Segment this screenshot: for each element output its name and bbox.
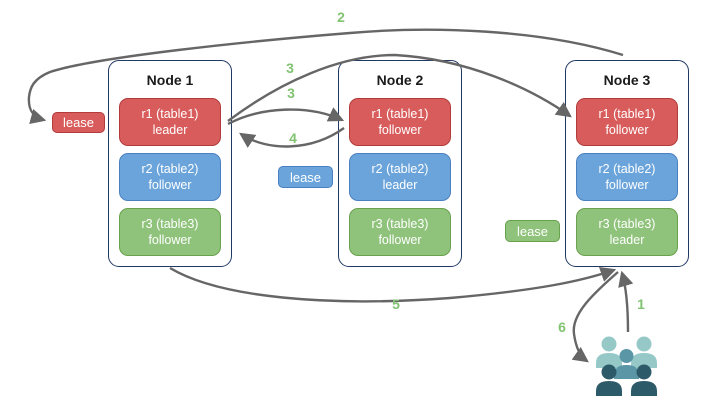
step-label-6: 6 xyxy=(558,319,566,335)
step-label-3a: 3 xyxy=(286,60,294,76)
step-label-5: 5 xyxy=(392,296,400,312)
replica-label: r2 (table2) xyxy=(371,161,429,176)
arrow-step-2-node3-to-lease xyxy=(27,28,624,125)
node3-replica-r3-leader: r3 (table3) leader xyxy=(576,208,678,256)
lease-badge-green: lease xyxy=(505,220,560,242)
step-label-2: 2 xyxy=(337,9,345,25)
arrow-step-3-node1-to-node3 xyxy=(227,53,572,122)
users-icon xyxy=(596,336,657,396)
node-3-box: Node 3 r1 (table1) follower r2 (table2) … xyxy=(565,60,689,267)
replica-label: r3 (table3) xyxy=(141,216,199,231)
replica-label: r1 (table1) xyxy=(598,106,656,121)
replica-role: leader xyxy=(609,233,645,247)
replica-label: r1 (table1) xyxy=(371,106,429,121)
replica-role: leader xyxy=(382,178,418,192)
node3-replica-r2-follower: r2 (table2) follower xyxy=(576,153,678,201)
node-1-box: Node 1 r1 (table1) leader r2 (table2) fo… xyxy=(108,60,232,267)
replica-role: follower xyxy=(148,233,192,247)
node2-replica-r1-follower: r1 (table1) follower xyxy=(349,98,451,146)
arrow-step-5-node1-to-node3 xyxy=(169,266,617,303)
replica-role: follower xyxy=(378,233,422,247)
user-dark-left xyxy=(596,364,622,396)
node1-replica-r3-follower: r3 (table3) follower xyxy=(119,208,221,256)
replica-label: r3 (table3) xyxy=(598,216,656,231)
replica-label: r2 (table2) xyxy=(598,161,656,176)
node1-replica-r2-follower: r2 (table2) follower xyxy=(119,153,221,201)
user-dark-right xyxy=(631,364,657,396)
node-1-title: Node 1 xyxy=(146,72,194,88)
arrow-step-6-node3-to-users xyxy=(571,271,619,363)
node1-replica-r1-leader: r1 (table1) leader xyxy=(119,98,221,146)
replica-role: leader xyxy=(152,123,188,137)
replica-role: follower xyxy=(605,123,649,137)
node-2-box: Node 2 r1 (table1) follower r2 (table2) … xyxy=(338,60,462,267)
replica-role: follower xyxy=(378,123,422,137)
user-mid-center xyxy=(614,349,639,379)
node-3-title: Node 3 xyxy=(603,72,651,88)
replica-label: r2 (table2) xyxy=(141,161,199,176)
replica-role: follower xyxy=(605,178,649,192)
step-label-1: 1 xyxy=(637,296,645,312)
user-light-left xyxy=(596,336,622,368)
arrow-step-4-node2-to-node1 xyxy=(239,127,345,148)
replica-role: follower xyxy=(148,178,192,192)
user-light-right xyxy=(631,336,657,368)
node-2-title: Node 2 xyxy=(376,72,424,88)
node2-replica-r3-follower: r3 (table3) follower xyxy=(349,208,451,256)
arrow-step-3-node1-to-node2 xyxy=(227,107,345,126)
replica-label: r3 (table3) xyxy=(371,216,429,231)
arrow-step-1-users-to-node3 xyxy=(618,270,634,333)
replica-label: r1 (table1) xyxy=(141,106,199,121)
step-label-4: 4 xyxy=(289,130,297,146)
node3-replica-r1-follower: r1 (table1) follower xyxy=(576,98,678,146)
lease-badge-blue: lease xyxy=(278,166,333,188)
lease-badge-red: lease xyxy=(52,112,105,133)
node2-replica-r2-leader: r2 (table2) leader xyxy=(349,153,451,201)
step-label-3b: 3 xyxy=(287,85,295,101)
